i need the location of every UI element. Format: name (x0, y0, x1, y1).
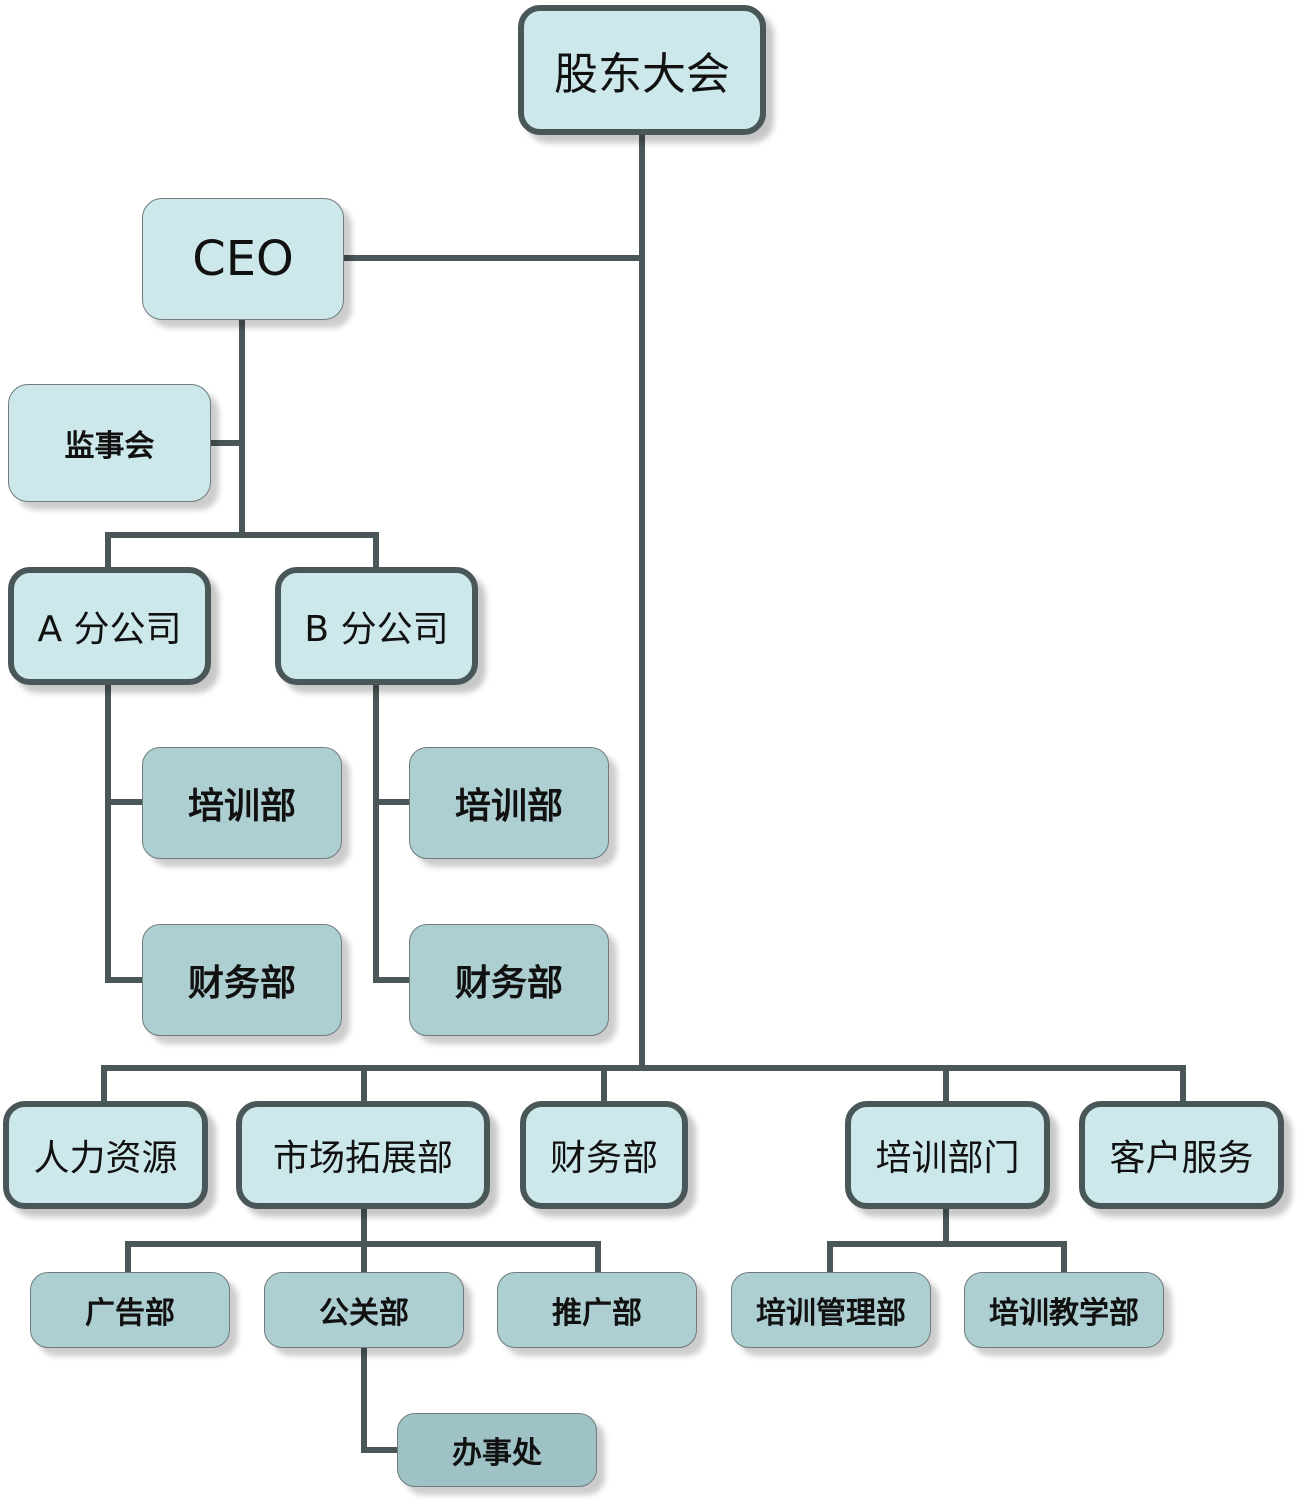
node-branch-b-label: B 分公司 (304, 609, 449, 650)
node-shareholders: 股东大会 (518, 5, 766, 135)
node-office: 办事处 (397, 1413, 597, 1487)
node-promotion-label: 推广部 (552, 1296, 642, 1331)
node-training-mgmt-label: 培训管理部 (756, 1296, 906, 1331)
connector-branches (105, 532, 379, 571)
node-supervisory-board-label: 监事会 (64, 429, 155, 464)
node-finance: 财务部 (520, 1101, 688, 1209)
connector-training (827, 1205, 1067, 1275)
node-a-training-label: 培训部 (187, 786, 296, 827)
connector-branch-b (373, 682, 413, 983)
node-marketing-label: 市场拓展部 (272, 1138, 453, 1179)
node-promotion: 推广部 (497, 1272, 697, 1348)
node-advertising-label: 广告部 (85, 1296, 175, 1331)
node-branch-a: A 分公司 (8, 567, 211, 685)
node-b-training-label: 培训部 (454, 786, 563, 827)
node-b-finance-label: 财务部 (454, 963, 563, 1004)
node-advertising: 广告部 (30, 1272, 230, 1348)
node-training-teaching: 培训教学部 (964, 1272, 1164, 1348)
node-branch-a-label: A 分公司 (37, 609, 182, 650)
node-supervisory-board: 监事会 (8, 384, 211, 502)
node-public-relations-label: 公关部 (319, 1296, 409, 1331)
node-training-mgmt: 培训管理部 (731, 1272, 931, 1348)
node-branch-b: B 分公司 (275, 567, 478, 685)
node-ceo-label: CEO (192, 231, 294, 287)
node-a-finance-label: 财务部 (187, 963, 296, 1004)
node-hr: 人力资源 (3, 1101, 208, 1209)
node-training-teaching-label: 培训教学部 (989, 1296, 1139, 1331)
connector-departments (101, 1065, 1186, 1105)
node-ceo: CEO (142, 198, 344, 320)
node-a-training: 培训部 (142, 747, 342, 859)
node-shareholders-label: 股东大会 (554, 49, 730, 100)
node-customer-service: 客户服务 (1079, 1101, 1284, 1209)
connector-branch-a (105, 682, 145, 983)
node-hr-label: 人力资源 (33, 1138, 178, 1179)
node-b-finance: 财务部 (409, 924, 609, 1036)
node-office-label: 办事处 (452, 1436, 542, 1471)
node-b-training: 培训部 (409, 747, 609, 859)
node-marketing: 市场拓展部 (236, 1101, 490, 1209)
node-a-finance: 财务部 (142, 924, 342, 1036)
node-public-relations: 公关部 (264, 1272, 464, 1348)
node-training-dept: 培训部门 (845, 1101, 1050, 1209)
node-training-dept-label: 培训部门 (875, 1138, 1020, 1179)
node-finance-label: 财务部 (549, 1138, 658, 1179)
node-customer-service-label: 客户服务 (1109, 1138, 1254, 1179)
